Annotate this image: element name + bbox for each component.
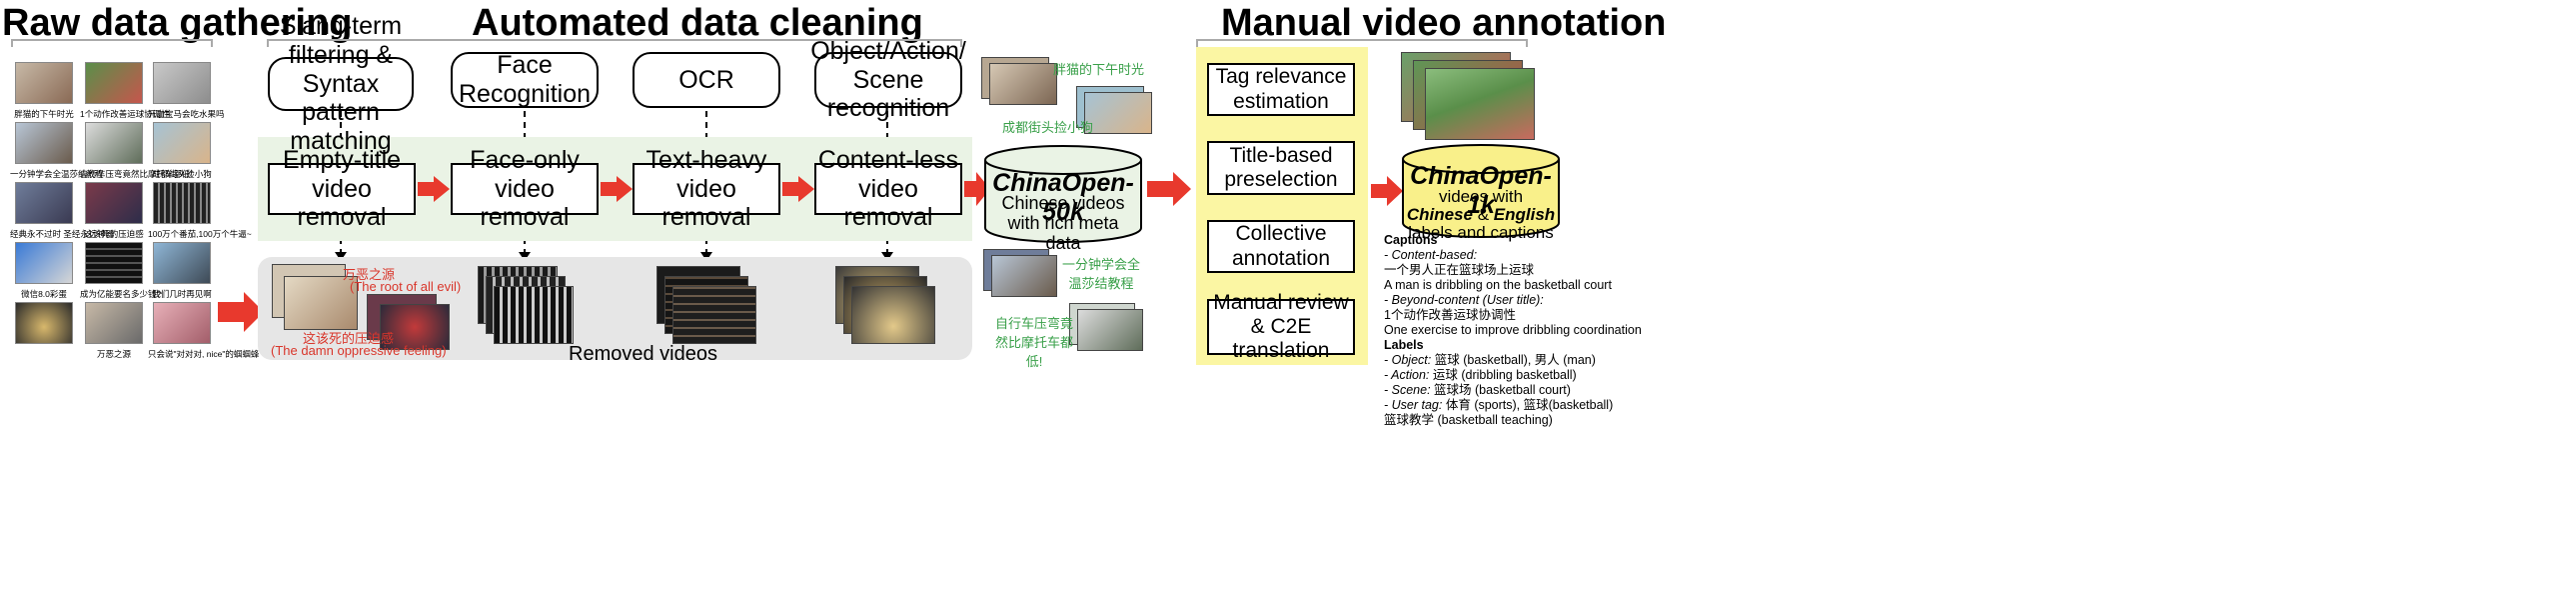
dataset-cylinder-1k: [1401, 143, 1561, 243]
step-collective-annotation: Collective annotation: [1207, 220, 1355, 273]
arrow-50k-to-manual: [1147, 172, 1191, 211]
caption-en: A man is dribbling on the basketball cou…: [1384, 278, 1612, 292]
video-thumbnail: [15, 242, 73, 284]
user-title-en: One exercise to improve dribbling coordi…: [1384, 323, 1642, 337]
video-caption: 开血宝马会吃水果吗: [148, 109, 225, 119]
annotation-example: Captions - Content-based: 一个男人正在篮球场上运球 A…: [1384, 233, 1642, 428]
dataset-desc-1k-line1: videos with: [1438, 187, 1524, 206]
dataset-desc-50k: Chinese videos with rich meta data: [1001, 193, 1125, 253]
arrow-cleaning-to-50k: [964, 172, 990, 211]
video-thumbnail: [85, 302, 143, 344]
english-label: English: [1493, 205, 1556, 224]
sample-caption: 自行车压弯竟然比摩托车都低!: [994, 316, 1073, 369]
video-caption: 万恶之源: [96, 349, 131, 359]
filter-object-action-scene: Object/Action/ Scene recognition: [810, 36, 966, 123]
video-thumbnail: [153, 182, 211, 224]
removed-note-root-en: (The root of all evil): [350, 279, 462, 294]
video-thumbnail: [153, 302, 211, 344]
video-caption: 胖猫的下午时光: [14, 109, 74, 119]
caption-cn: 一个男人正在篮球场上运球: [1384, 263, 1535, 277]
video-thumbnail: [15, 302, 73, 344]
video-caption: 经典永不过时 圣经永远神器: [10, 229, 115, 239]
captions-header: Captions: [1384, 233, 1438, 247]
sample-caption: 成都街头捡小狗: [1002, 120, 1094, 135]
step-title-preselection: Title-based preselection: [1207, 141, 1355, 195]
bracket-manual: [1196, 39, 1528, 47]
video-thumbnail: [85, 182, 143, 224]
sample-video-stack: [1069, 303, 1159, 353]
video-caption: 自行车压弯竟然比摩托车都低!: [80, 169, 193, 179]
filter-face-recognition: Face Recognition: [451, 51, 599, 108]
video-thumbnail: [85, 62, 143, 104]
removed-face-only-stack: [478, 266, 578, 346]
sample-caption: 一分钟学会全温莎结教程: [1061, 257, 1140, 291]
content-based-label: - Content-based:: [1384, 248, 1478, 262]
sample-video-stack: [981, 57, 1071, 107]
arrow-raw-to-cleaning: [218, 292, 264, 337]
removal-content-less: Content-less video removal: [814, 146, 962, 231]
video-caption: 一分钟学会全温莎结教程: [10, 169, 104, 179]
arrow-step: [782, 176, 814, 207]
bracket-cleaning: [267, 39, 962, 47]
sample-caption: 胖猫的下午时光: [1053, 62, 1145, 77]
step-manual-review: Manual review & C2E translation: [1207, 291, 1355, 362]
bracket-raw: [11, 39, 213, 47]
video-caption: 只会说"对对对, nice"的蝈蝈蜂: [148, 349, 260, 359]
removed-content-less-stack: [835, 266, 945, 346]
raw-video-grid: 胖猫的下午时光 1个动作改善运球协调性 开血宝马会吃水果吗 一分钟学会全温莎结教…: [10, 62, 260, 362]
arrow-step: [601, 176, 633, 207]
section-title-raw: Raw data gathering: [2, 2, 353, 44]
section-title-cleaning: Automated data cleaning: [472, 2, 923, 44]
section-title-manual: Manual video annotation: [1221, 2, 1667, 44]
filter-slang-syntax: Slang-term filtering & Syntax pattern ma…: [268, 12, 414, 155]
dataset-desc-1k-line3: labels and captions: [1408, 223, 1554, 242]
amp-label: &: [1477, 205, 1490, 224]
removed-note-root-cn: 万恶之源: [343, 267, 396, 282]
removed-empty-title-stack: [272, 264, 452, 350]
result-video-stack: [1401, 52, 1541, 142]
removed-note-oppr-en: (The damn oppressive feeling): [271, 343, 447, 358]
beyond-content-label: - Beyond-content (User title):: [1384, 293, 1544, 307]
removed-text-heavy-stack: [656, 266, 766, 346]
video-thumbnail: [15, 122, 73, 164]
label-user-tag: - User tag: 体育 (sports), 篮球(basketball): [1384, 398, 1614, 412]
step-tag-relevance: Tag relevance estimation: [1207, 63, 1355, 116]
label-action: - Action: 运球 (dribbling basketball): [1384, 368, 1577, 382]
user-title-cn: 1个动作改善运球协调性: [1384, 308, 1516, 322]
video-caption: 微信8.0彩蛋: [21, 289, 67, 299]
arrow-manual-to-1k: [1371, 176, 1403, 211]
video-caption: 这该死的压迫感: [84, 229, 144, 239]
label-user-tag-2: 篮球教学 (basketball teaching): [1384, 413, 1553, 427]
video-thumbnail: [153, 62, 211, 104]
sample-video-stack: [1076, 86, 1166, 136]
video-thumbnail: [85, 122, 143, 164]
removal-text-heavy: Text-heavy video removal: [633, 146, 780, 231]
video-thumbnail: [153, 122, 211, 164]
video-thumbnail: [85, 242, 143, 284]
filter-ocr: OCR: [633, 52, 780, 108]
arrow-step: [418, 176, 450, 207]
video-thumbnail: [15, 182, 73, 224]
dataset-cylinder-50k: [983, 144, 1143, 249]
video-caption: 我们几时再见啊: [152, 289, 212, 299]
removed-videos-label: Removed videos: [569, 343, 717, 365]
video-caption: 成都街头捡小狗: [152, 169, 212, 179]
video-caption: 成为亿能要名多少钱?: [80, 289, 162, 299]
video-caption: 100万个番茄,100万个牛逼~: [148, 229, 252, 239]
chinese-label: Chinese: [1406, 205, 1473, 224]
labels-header: Labels: [1384, 338, 1424, 352]
dataset-name-50k: ChinaOpen-50k: [992, 169, 1134, 226]
removed-note-oppr-cn: 这该死的压迫感: [303, 331, 395, 346]
label-scene: - Scene: 篮球场 (basketball court): [1384, 383, 1571, 397]
dataset-name-1k: ChinaOpen-1k: [1410, 162, 1552, 219]
video-caption: 1个动作改善运球协调性: [80, 109, 170, 119]
dataset-desc-1k-line2: Chinese & English: [1401, 205, 1561, 225]
video-thumbnail: [153, 242, 211, 284]
removal-face-only: Face-only video removal: [451, 146, 599, 231]
removal-empty-title: Empty-title video removal: [268, 146, 416, 231]
label-object: - Object: 篮球 (basketball), 男人 (man): [1384, 353, 1596, 367]
video-thumbnail: [15, 62, 73, 104]
sample-video-stack: [983, 249, 1073, 299]
